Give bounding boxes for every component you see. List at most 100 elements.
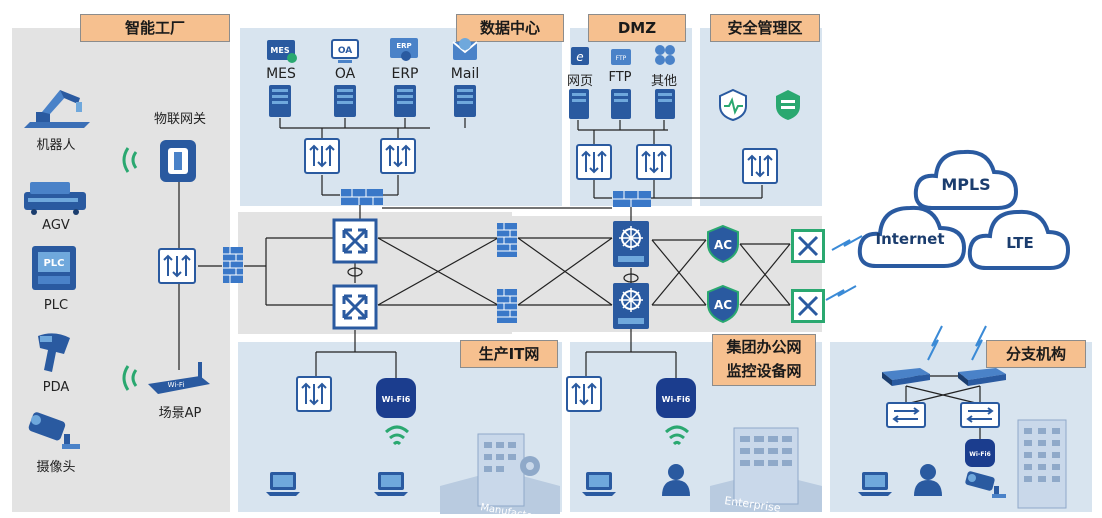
web-browser-icon: e: [571, 47, 589, 65]
server-icon: [454, 85, 476, 117]
server-icon: [269, 85, 291, 117]
robot-arm-icon: [24, 90, 90, 128]
branch-router-icon: [882, 368, 930, 386]
mail-label: Mail: [450, 66, 480, 82]
ftp-icon: FTP: [611, 49, 631, 65]
zone-tag-branch: 分支机构: [986, 340, 1086, 368]
pda-label: PDA: [42, 380, 70, 395]
mpls-label: MPLS: [941, 175, 990, 194]
user-icon: [662, 464, 690, 496]
svg-text:AC: AC: [714, 298, 732, 312]
core-switch-icon: [613, 283, 649, 329]
plc-icon-text: PLC: [43, 258, 64, 269]
security-switch-icon: [742, 148, 778, 184]
plc-icon: PLC: [32, 246, 76, 290]
internet-label: Internet: [875, 230, 944, 248]
core-firewall-icon: [497, 223, 517, 257]
manufactory-label: Manufactory: [479, 502, 543, 514]
egress-router-icon: [791, 289, 825, 323]
core-router-icon: [332, 218, 378, 264]
factory-building-icon: Manufactory: [440, 433, 560, 514]
mes-label: MES: [266, 66, 296, 82]
oa-label: OA: [334, 66, 356, 82]
user-icon: [914, 464, 942, 496]
wifi6-production-text: Wi-Fi6: [382, 395, 411, 404]
camera-label: 摄像头: [36, 460, 76, 475]
wifi6-branch-text: Wi-Fi6: [969, 451, 991, 458]
branch-building-icon: [1017, 419, 1067, 509]
laptop-icon: [266, 472, 300, 496]
ftp-label: FTP: [608, 70, 632, 85]
camera-icon: [28, 412, 80, 449]
scene-ap-label: 场景AP: [158, 406, 202, 421]
production-switch-icon: [296, 376, 332, 412]
zone-tag-factory: 智能工厂: [80, 14, 230, 42]
zone-tag-dmz: DMZ: [588, 14, 686, 42]
camera-icon: [965, 471, 1006, 498]
core-zone-right: [512, 216, 822, 332]
svg-text:OA: OA: [338, 46, 352, 56]
ac-controller-icon: AC: [707, 224, 739, 264]
security-monitor-icon: [719, 88, 747, 122]
agv-label: AGV: [42, 218, 70, 233]
iot-gateway-label: 物联网关: [153, 112, 206, 127]
server-icon: [394, 85, 416, 117]
iot-gateway-icon: [122, 140, 196, 182]
dmz-switch-icon: [576, 144, 612, 180]
wifi6-office-text: Wi-Fi6: [662, 395, 691, 404]
monitoring-label: 监控设备网: [726, 362, 802, 380]
mail-app-icon: [452, 38, 478, 60]
server-icon: [611, 89, 631, 119]
laptop-icon: [858, 472, 892, 496]
core-router-icon: [332, 284, 378, 330]
other-label: 其他: [650, 74, 677, 89]
office-switch-icon: [566, 376, 602, 412]
server-icon: [334, 85, 356, 117]
svg-text:ERP: ERP: [396, 42, 411, 50]
svg-text:e: e: [576, 50, 583, 64]
agv-icon: [24, 182, 86, 215]
wifi-signal-icon: [384, 425, 410, 446]
core-switch-icon: [613, 221, 649, 267]
svg-text:AC: AC: [714, 238, 732, 252]
access-switch-icon: [158, 248, 196, 284]
internet-cloud-icon: Internet: [857, 205, 967, 268]
laptop-icon: [374, 472, 408, 496]
egress-router-icon: [791, 229, 825, 263]
datacenter-switch-icon: [380, 138, 416, 174]
erp-app-icon: ERP: [390, 38, 418, 61]
svg-text:MES: MES: [270, 46, 289, 55]
plc-label: PLC: [43, 298, 69, 313]
branch-switch-icon: [960, 402, 1000, 428]
datacenter-firewall-icon: [341, 189, 383, 205]
lte-cloud-icon: LTE: [967, 209, 1071, 270]
oa-app-icon: OA: [331, 39, 359, 63]
firewall-icon: [223, 247, 243, 283]
branch-router-icon: [958, 368, 1006, 386]
lte-label: LTE: [1006, 234, 1034, 252]
server-icon: [655, 89, 675, 119]
other-services-icon: [655, 45, 675, 65]
core-firewall-icon: [497, 289, 517, 323]
erp-label: ERP: [391, 66, 419, 82]
dmz-firewall-icon: [613, 191, 651, 207]
svg-text:FTP: FTP: [616, 55, 627, 62]
scene-ap-icon: Wi-Fi: [122, 362, 210, 394]
mpls-cloud-icon: MPLS: [913, 149, 1019, 210]
scene-ap-badge: Wi-Fi: [168, 381, 185, 389]
barcode-scanner-icon: [38, 333, 70, 372]
mes-app-icon: MES: [267, 40, 297, 63]
wifi6-ap-icon: Wi-Fi6: [376, 378, 416, 418]
security-shield-icon: [776, 90, 800, 120]
robot-label: 机器人: [36, 138, 76, 153]
enterprise-building-icon: Enterprise: [710, 427, 822, 512]
zone-tag-production-it: 生产IT网: [460, 340, 558, 368]
ac-controller-icon: AC: [707, 284, 739, 324]
server-icon: [569, 89, 589, 119]
branch-switch-icon: [886, 402, 926, 428]
laptop-icon: [582, 472, 616, 496]
wifi-signal-icon: [664, 425, 690, 446]
zone-tag-datacenter: 数据中心: [456, 14, 564, 42]
dmz-switch-icon: [636, 144, 672, 180]
